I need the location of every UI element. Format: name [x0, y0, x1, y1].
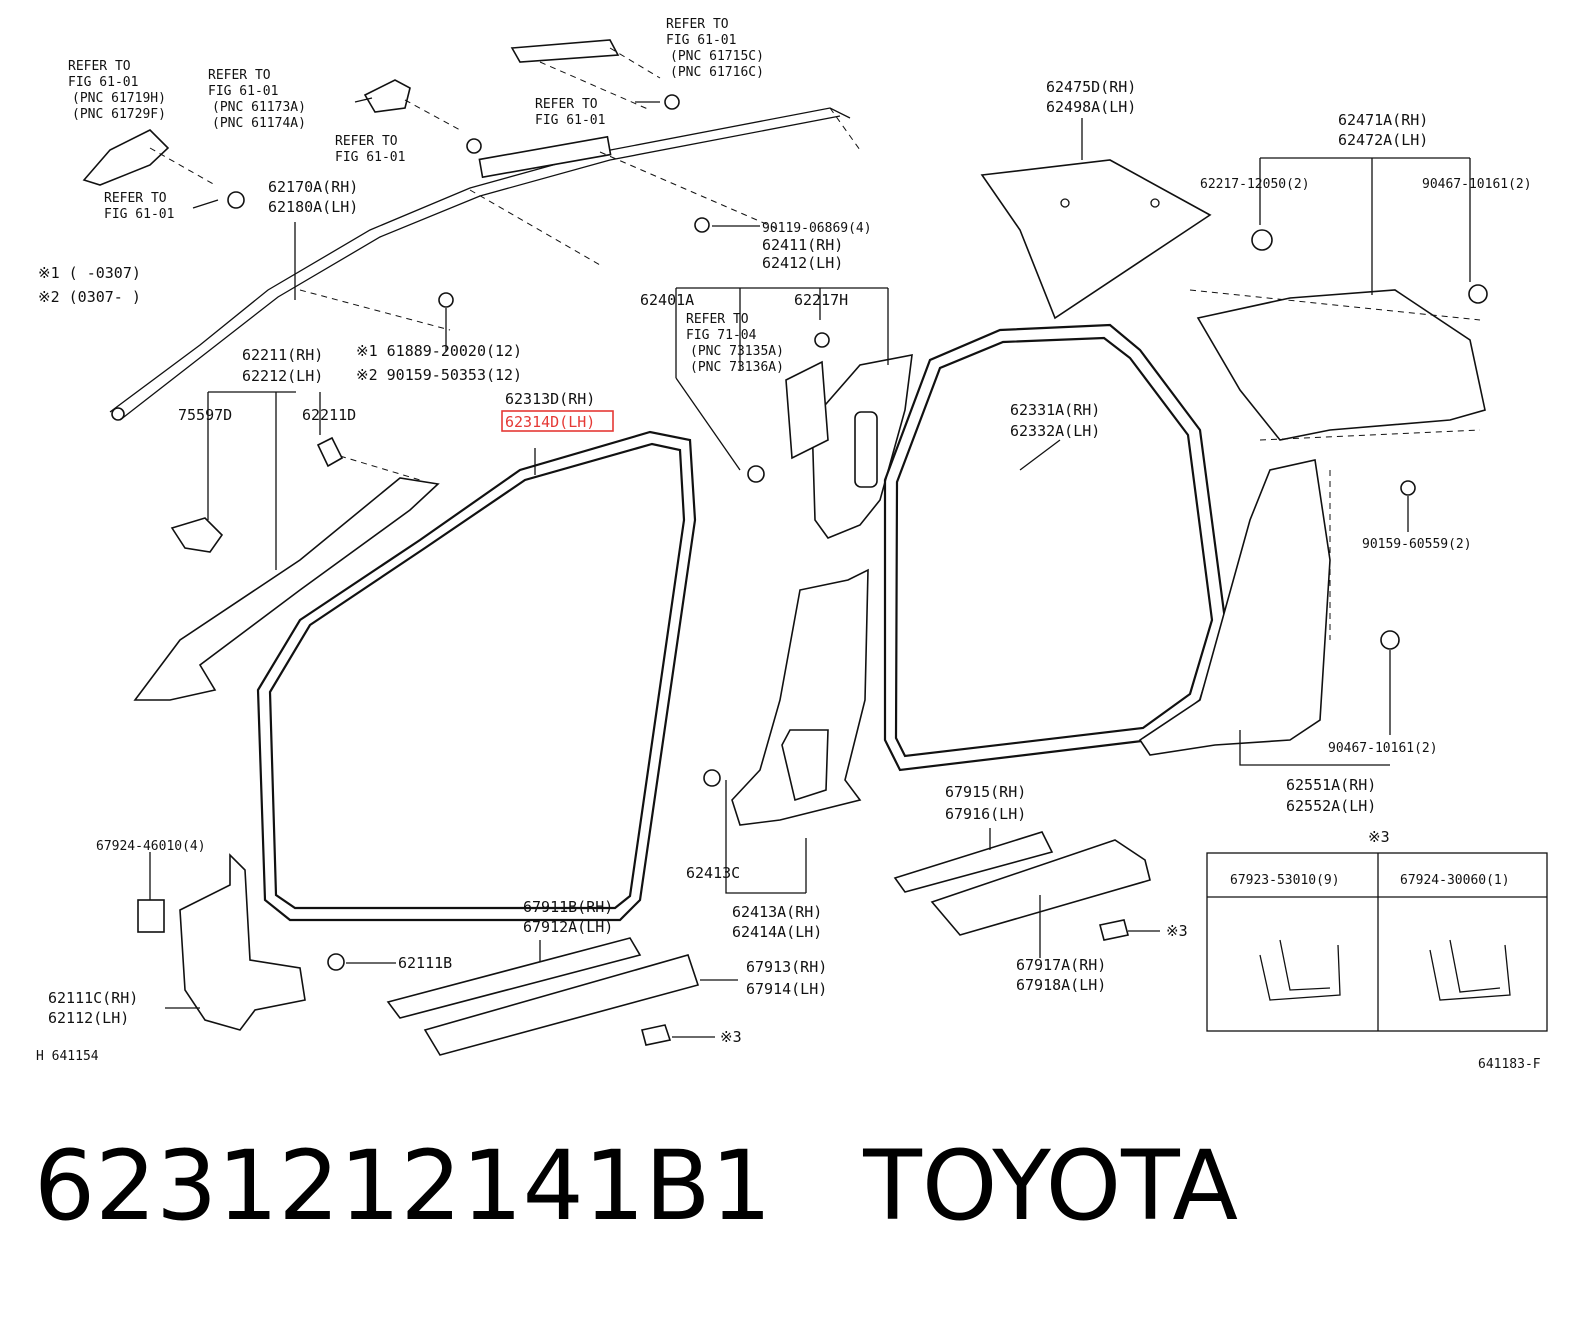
roof-rail-airbag: [109, 107, 861, 421]
part-label: 62552A(LH): [1286, 797, 1376, 815]
part-label: 67914(LH): [746, 980, 827, 998]
cowl-side-trim: [137, 853, 345, 1031]
part-label: 75597D: [178, 406, 232, 424]
ref-label: REFER TO: [335, 134, 398, 149]
part-label: 62471A(RH): [1338, 111, 1428, 129]
part-labels: REFER TO FIG 61-01 (PNC 61715C) (PNC 617…: [36, 17, 1541, 1072]
ref-label: (PNC 61729F): [72, 107, 166, 122]
ref-label: (PNC 73135A): [690, 344, 784, 359]
part-label: 67924-46010(4): [96, 839, 206, 854]
roof-side-inner-garnish: [1189, 229, 1488, 496]
part-label: 62313D(RH): [505, 390, 595, 408]
part-label: 62170A(RH): [268, 178, 358, 196]
ref-label: REFER TO: [535, 97, 598, 112]
ref-label: REFER TO: [68, 59, 131, 74]
part-label: 67916(LH): [945, 805, 1026, 823]
part-label: 90467-10161(2): [1328, 741, 1438, 756]
bracket-top: [438, 39, 710, 308]
part-label: 62414A(LH): [732, 923, 822, 941]
ref-label: FIG 61-01: [68, 75, 138, 90]
front-pillar-garnish: [133, 436, 440, 701]
brand-name: TOYOTA: [863, 1130, 1239, 1242]
part-label: 62413C: [686, 864, 740, 882]
part-label: 62413A(RH): [732, 903, 822, 921]
part-label: 62217-12050(2): [1200, 177, 1310, 192]
part-label: 67924-30060(1): [1400, 873, 1510, 888]
part-label: 67913(RH): [746, 958, 827, 976]
note-label: ※1 61889-20020(12): [356, 342, 522, 360]
ref-label: FIG 61-01: [104, 207, 174, 222]
rear-scuff-plate: [893, 831, 1151, 941]
ref-label: REFER TO: [666, 17, 729, 32]
part-label: 62112(LH): [48, 1009, 129, 1027]
part-label: 62180A(LH): [268, 198, 358, 216]
note-label: ※3: [1166, 922, 1188, 940]
part-label: 62211D: [302, 406, 356, 424]
note-label: ※3: [1368, 828, 1390, 846]
part-label: 62551A(RH): [1286, 776, 1376, 794]
figure-code: H 641154: [36, 1049, 99, 1064]
highlighted-part-label: 62314D(LH): [505, 413, 595, 431]
part-label: 62472A(LH): [1338, 131, 1428, 149]
part-label: 67915(RH): [945, 783, 1026, 801]
part-label: 62401A: [640, 291, 694, 309]
ref-label: (PNC 61716C): [670, 65, 764, 80]
ref-label: FIG 61-01: [535, 113, 605, 128]
part-label: 62331A(RH): [1010, 401, 1100, 419]
ref-label: FIG 61-01: [208, 84, 278, 99]
part-label: 67917A(RH): [1016, 956, 1106, 974]
note-label: ※2 90159-50353(12): [356, 366, 522, 384]
front-door-weatherstrip: [256, 430, 697, 922]
part-label: 90467-10161(2): [1422, 177, 1532, 192]
part-label: 62332A(LH): [1010, 422, 1100, 440]
part-label: 67923-53010(9): [1230, 873, 1340, 888]
ref-label: FIG 61-01: [666, 33, 736, 48]
part-label: 90159-60559(2): [1362, 537, 1472, 552]
ref-label: REFER TO: [104, 191, 167, 206]
ref-label: FIG 71-04: [686, 328, 757, 343]
front-scuff-plate: [386, 937, 700, 1056]
center-pillar-garnish: [703, 332, 913, 826]
footer-caption: 6231212141B1 TOYOTA: [34, 1138, 1238, 1234]
package-tray-trim: [980, 159, 1212, 320]
ref-label: (PNC 61719H): [72, 91, 166, 106]
bracket-mid: [363, 79, 461, 131]
ref-label: (PNC 73136A): [690, 360, 784, 375]
parts-diagram: REFER TO FIG 61-01 (PNC 61715C) (PNC 617…: [36, 17, 1548, 1072]
part-number: 6231212141B1: [34, 1130, 772, 1242]
part-label: 67912A(LH): [523, 918, 613, 936]
leader-lines: [149, 97, 1471, 1038]
ref-label: (PNC 61715C): [670, 49, 764, 64]
quarter-trim-panel: [1138, 459, 1400, 756]
clip-detail-box: [1206, 852, 1548, 1032]
part-label: 67911B(RH): [523, 898, 613, 916]
ref-label: REFER TO: [208, 68, 271, 83]
note-label: ※3: [720, 1028, 742, 1046]
part-label: 90119-06869(4): [762, 221, 872, 236]
part-label: 62412(LH): [762, 254, 843, 272]
ref-label: (PNC 61173A): [212, 100, 306, 115]
part-label: 62411(RH): [762, 236, 843, 254]
part-label: 62498A(LH): [1046, 98, 1136, 116]
rear-door-weatherstrip: [883, 323, 1227, 772]
part-label: 62111C(RH): [48, 989, 138, 1007]
highlight-box: [501, 410, 614, 432]
part-label: 62211(RH): [242, 346, 323, 364]
ref-label: (PNC 61174A): [212, 116, 306, 131]
part-label: 62212(LH): [242, 367, 323, 385]
note-label: ※1 ( -0307): [38, 264, 141, 282]
part-label: 67918A(LH): [1016, 976, 1106, 994]
note-label: ※2 (0307- ): [38, 288, 141, 306]
bracket-left: [82, 129, 245, 209]
part-label: 62475D(RH): [1046, 78, 1136, 96]
ref-label: FIG 61-01: [335, 150, 405, 165]
ref-label: REFER TO: [686, 312, 749, 327]
part-label: 62111B: [398, 954, 452, 972]
figure-code: 641183-F: [1478, 1057, 1541, 1072]
part-label: 62217H: [794, 291, 848, 309]
